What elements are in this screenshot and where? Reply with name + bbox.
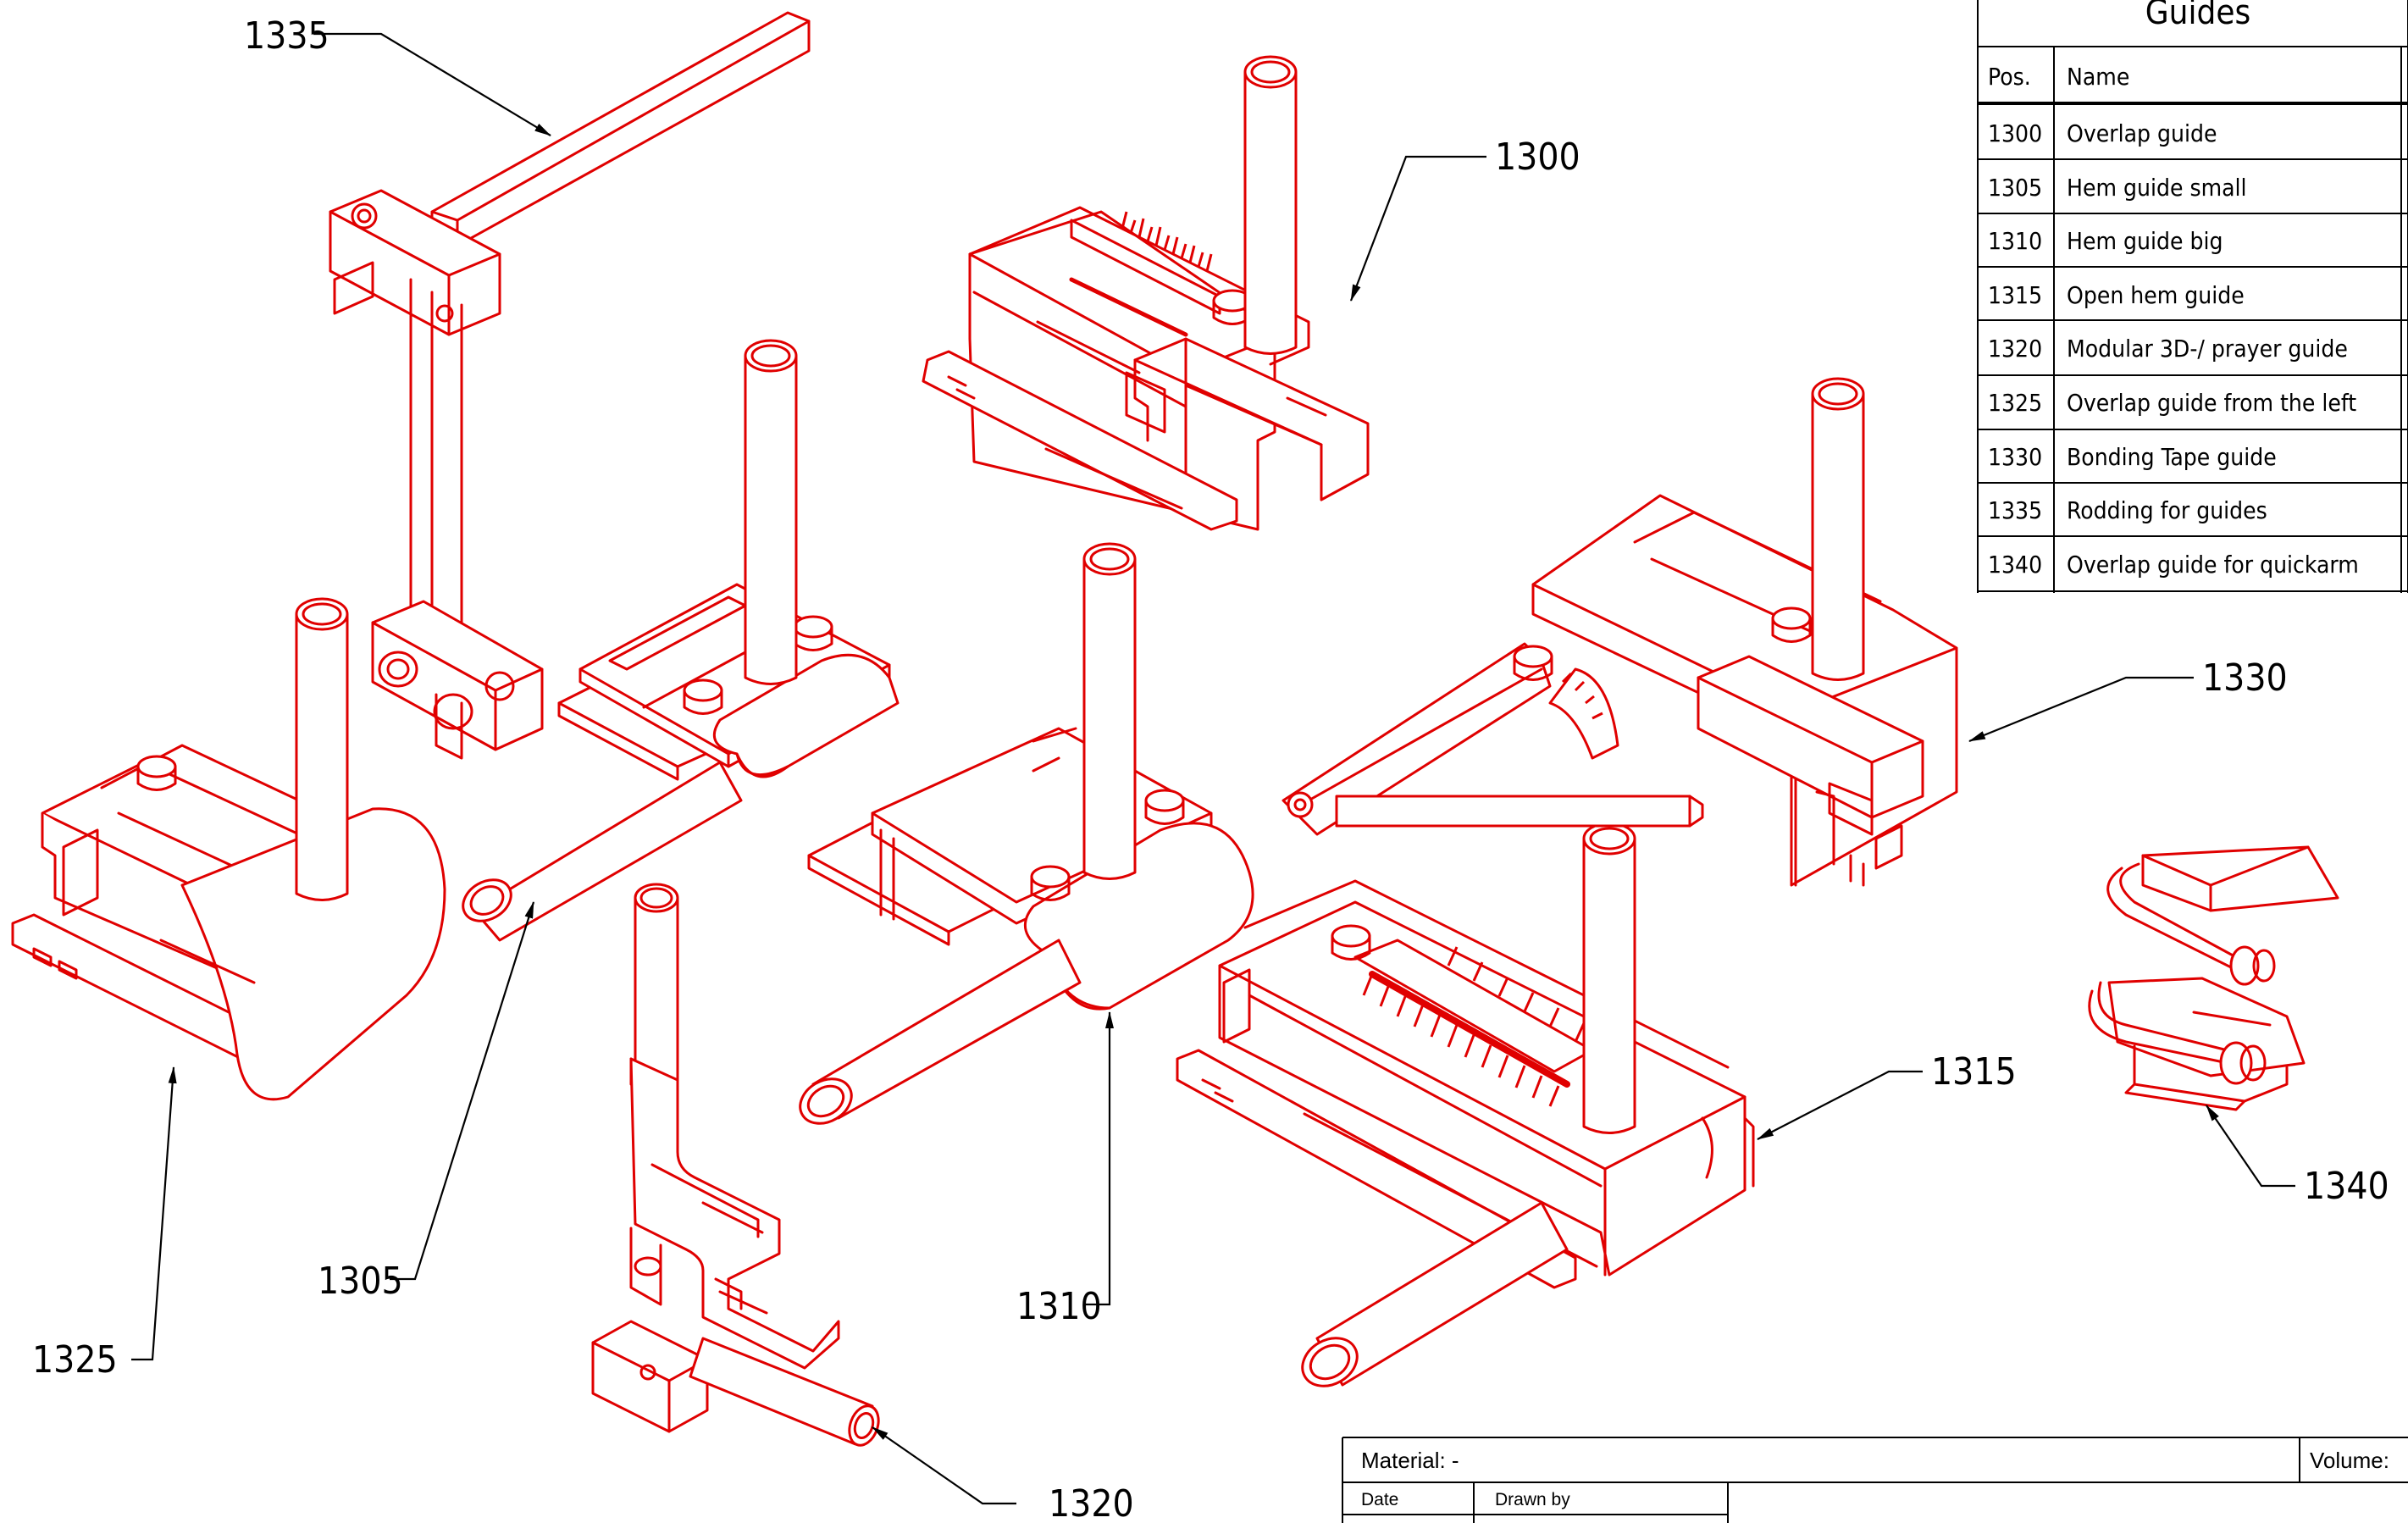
leader-lines (131, 32, 2295, 1505)
table-cell-pos: 1340 (1988, 551, 2042, 579)
part-1305-hem-guide-small (462, 339, 900, 942)
part-1340-quickarm-guide (2088, 845, 2339, 1111)
part-1300-overlap-guide (922, 55, 1370, 531)
arc-ticks-1330 (1561, 672, 1603, 720)
scale-ticks-1300 (1121, 211, 1213, 272)
table-cell-name: Open hem guide (2067, 281, 2245, 309)
callout-1340: 1340 (2304, 1165, 2389, 1208)
parts-table: Guides Pos. Name 1300 Overlap guide 1305… (1977, 0, 2408, 593)
material-label: Material: - (1361, 1448, 1459, 1473)
callout-1305: 1305 (318, 1260, 403, 1303)
part-1320-modular-guide (591, 883, 880, 1447)
table-cell-pos: 1310 (1988, 227, 2042, 255)
callout-1300: 1300 (1495, 136, 1580, 179)
callout-1310: 1310 (1016, 1285, 1102, 1328)
table-cell-pos: 1305 (1988, 174, 2042, 202)
table-cell-name: Modular 3D-/ prayer guide (2067, 335, 2348, 363)
part-1325-overlap-guide-left (11, 597, 446, 1101)
table-header-pos: Pos. (1988, 63, 2031, 91)
table-cell-name: Bonding Tape guide (2067, 443, 2277, 471)
part-1330-bonding-tape-guide (1281, 377, 1958, 887)
date-label: Date (1361, 1490, 1398, 1509)
drawn-by-label: Drawn by (1495, 1490, 1570, 1509)
callout-1320: 1320 (1049, 1482, 1134, 1523)
table-cell-name: Hem guide big (2067, 227, 2223, 255)
table-cell-name: Overlap guide (2067, 119, 2217, 147)
table-cell-pos: 1300 (1988, 119, 2042, 147)
table-cell-name: Rodding for guides (2067, 496, 2267, 524)
table-cell-pos: 1315 (1988, 281, 2042, 309)
callout-1335: 1335 (244, 14, 329, 58)
table-cell-pos: 1320 (1988, 335, 2042, 363)
table-cell-pos: 1325 (1988, 389, 2042, 417)
title-block: Material: - Volume: Date Drawn by (1342, 1437, 2408, 1523)
callout-1330: 1330 (2202, 656, 2288, 700)
scale-ticks-1315 (1362, 946, 1586, 1107)
table-header-name: Name (2067, 63, 2129, 91)
callout-1315: 1315 (1931, 1050, 2017, 1094)
callout-labels: 1335 1300 1330 1315 1340 1325 1305 1310 … (32, 14, 2389, 1523)
table-cell-pos: 1330 (1988, 443, 2042, 471)
callout-1325: 1325 (32, 1338, 118, 1382)
volume-label: Volume: (2310, 1448, 2389, 1473)
part-1310-hem-guide-big (799, 542, 1254, 1125)
table-title: Guides (2145, 0, 2250, 32)
table-cell-pos: 1335 (1988, 496, 2042, 524)
table-cell-name: Overlap guide from the left (2067, 389, 2356, 417)
part-1315-open-hem-guide (1176, 822, 1755, 1387)
table-cell-name: Hem guide small (2067, 174, 2247, 202)
part-1335-rodding (329, 11, 811, 760)
table-cell-name: Overlap guide for quickarm (2067, 551, 2359, 579)
